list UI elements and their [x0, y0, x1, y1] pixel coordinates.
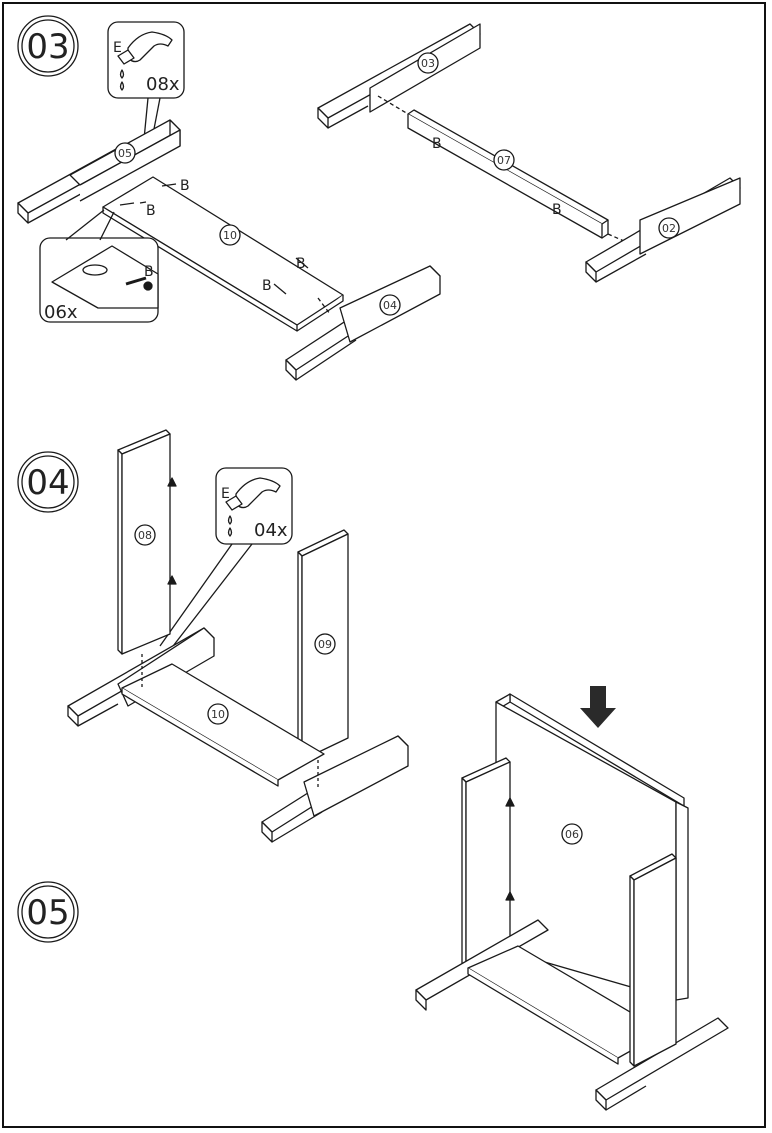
part-05-marker [114, 142, 136, 164]
svg-text:03: 03 [421, 57, 435, 70]
screw-icon [125, 276, 147, 286]
glue-count: 04x [254, 520, 288, 541]
svg-text:E: E [221, 486, 230, 502]
svg-text:B: B [432, 136, 442, 152]
svg-text:07: 07 [497, 154, 511, 167]
part-09-marker [314, 633, 336, 655]
step-05-number: 05 [26, 893, 69, 933]
part-09-panel: 09 [297, 529, 349, 761]
step-05-badge: 05 [17, 881, 79, 943]
part-07-rail: 07 B B [377, 95, 641, 249]
glue-drop-icon [227, 515, 233, 537]
step-04-number: 04 [26, 463, 69, 503]
step-04-badge: 04 [17, 451, 79, 513]
hand-glue-icon [127, 31, 173, 63]
part-08-panel: 08 [117, 429, 177, 655]
glue-drop-icon [119, 69, 125, 91]
svg-text:06: 06 [565, 828, 579, 841]
screw-hole-icon [82, 264, 108, 276]
svg-text:09: 09 [318, 638, 332, 651]
glue-callout-step-04: E 04x [159, 467, 293, 651]
part-10-marker [219, 224, 241, 246]
screw-callout-step-03: B 06x [39, 209, 159, 323]
screw-count: 06x [44, 302, 78, 323]
glue-bottle-icon [225, 495, 243, 511]
part-03-marker [417, 52, 439, 74]
screw-icon [119, 183, 309, 295]
svg-text:10: 10 [223, 229, 237, 242]
part-10-marker [207, 703, 229, 725]
right-side-panel [629, 853, 677, 1067]
screw-head-icon [143, 281, 153, 291]
part-06-marker [561, 823, 583, 845]
step-04: 04 E 04x 08 [17, 429, 409, 843]
step-03: 03 E 08x 05 [17, 15, 741, 381]
part-08-marker [134, 524, 156, 546]
base-frame: 10 [67, 627, 409, 843]
part-04-leg: 04 [285, 265, 441, 381]
part-04-marker [379, 294, 401, 316]
step-05: 05 06 [17, 686, 729, 1111]
step-03-badge: 03 [17, 15, 79, 77]
svg-text:04: 04 [383, 299, 397, 312]
hand-glue-icon [235, 477, 281, 509]
svg-text:05: 05 [118, 147, 132, 160]
glue-count: 08x [146, 74, 180, 95]
glue-bottle-icon [117, 49, 135, 65]
svg-text:B: B [262, 278, 272, 294]
svg-text:B: B [180, 178, 190, 194]
part-07-marker [493, 149, 515, 171]
svg-text:02: 02 [662, 222, 676, 235]
svg-text:B: B [144, 264, 154, 280]
part-03-leg: 03 [317, 23, 481, 129]
part-02-marker [658, 217, 680, 239]
left-side-panel [461, 757, 515, 971]
svg-text:10: 10 [211, 708, 225, 721]
down-arrow-icon [580, 686, 616, 728]
part-05-leg: 05 [17, 119, 181, 224]
glue-callout-step-03: E 08x [107, 21, 185, 161]
svg-text:B: B [552, 202, 562, 218]
part-02-leg: 02 [585, 177, 741, 283]
base-frame-step-05 [415, 919, 729, 1111]
step-03-number: 03 [26, 27, 69, 67]
svg-text:B: B [296, 256, 306, 272]
svg-text:B: B [146, 203, 156, 219]
glue-letter: E [113, 40, 122, 56]
svg-text:08: 08 [138, 529, 152, 542]
